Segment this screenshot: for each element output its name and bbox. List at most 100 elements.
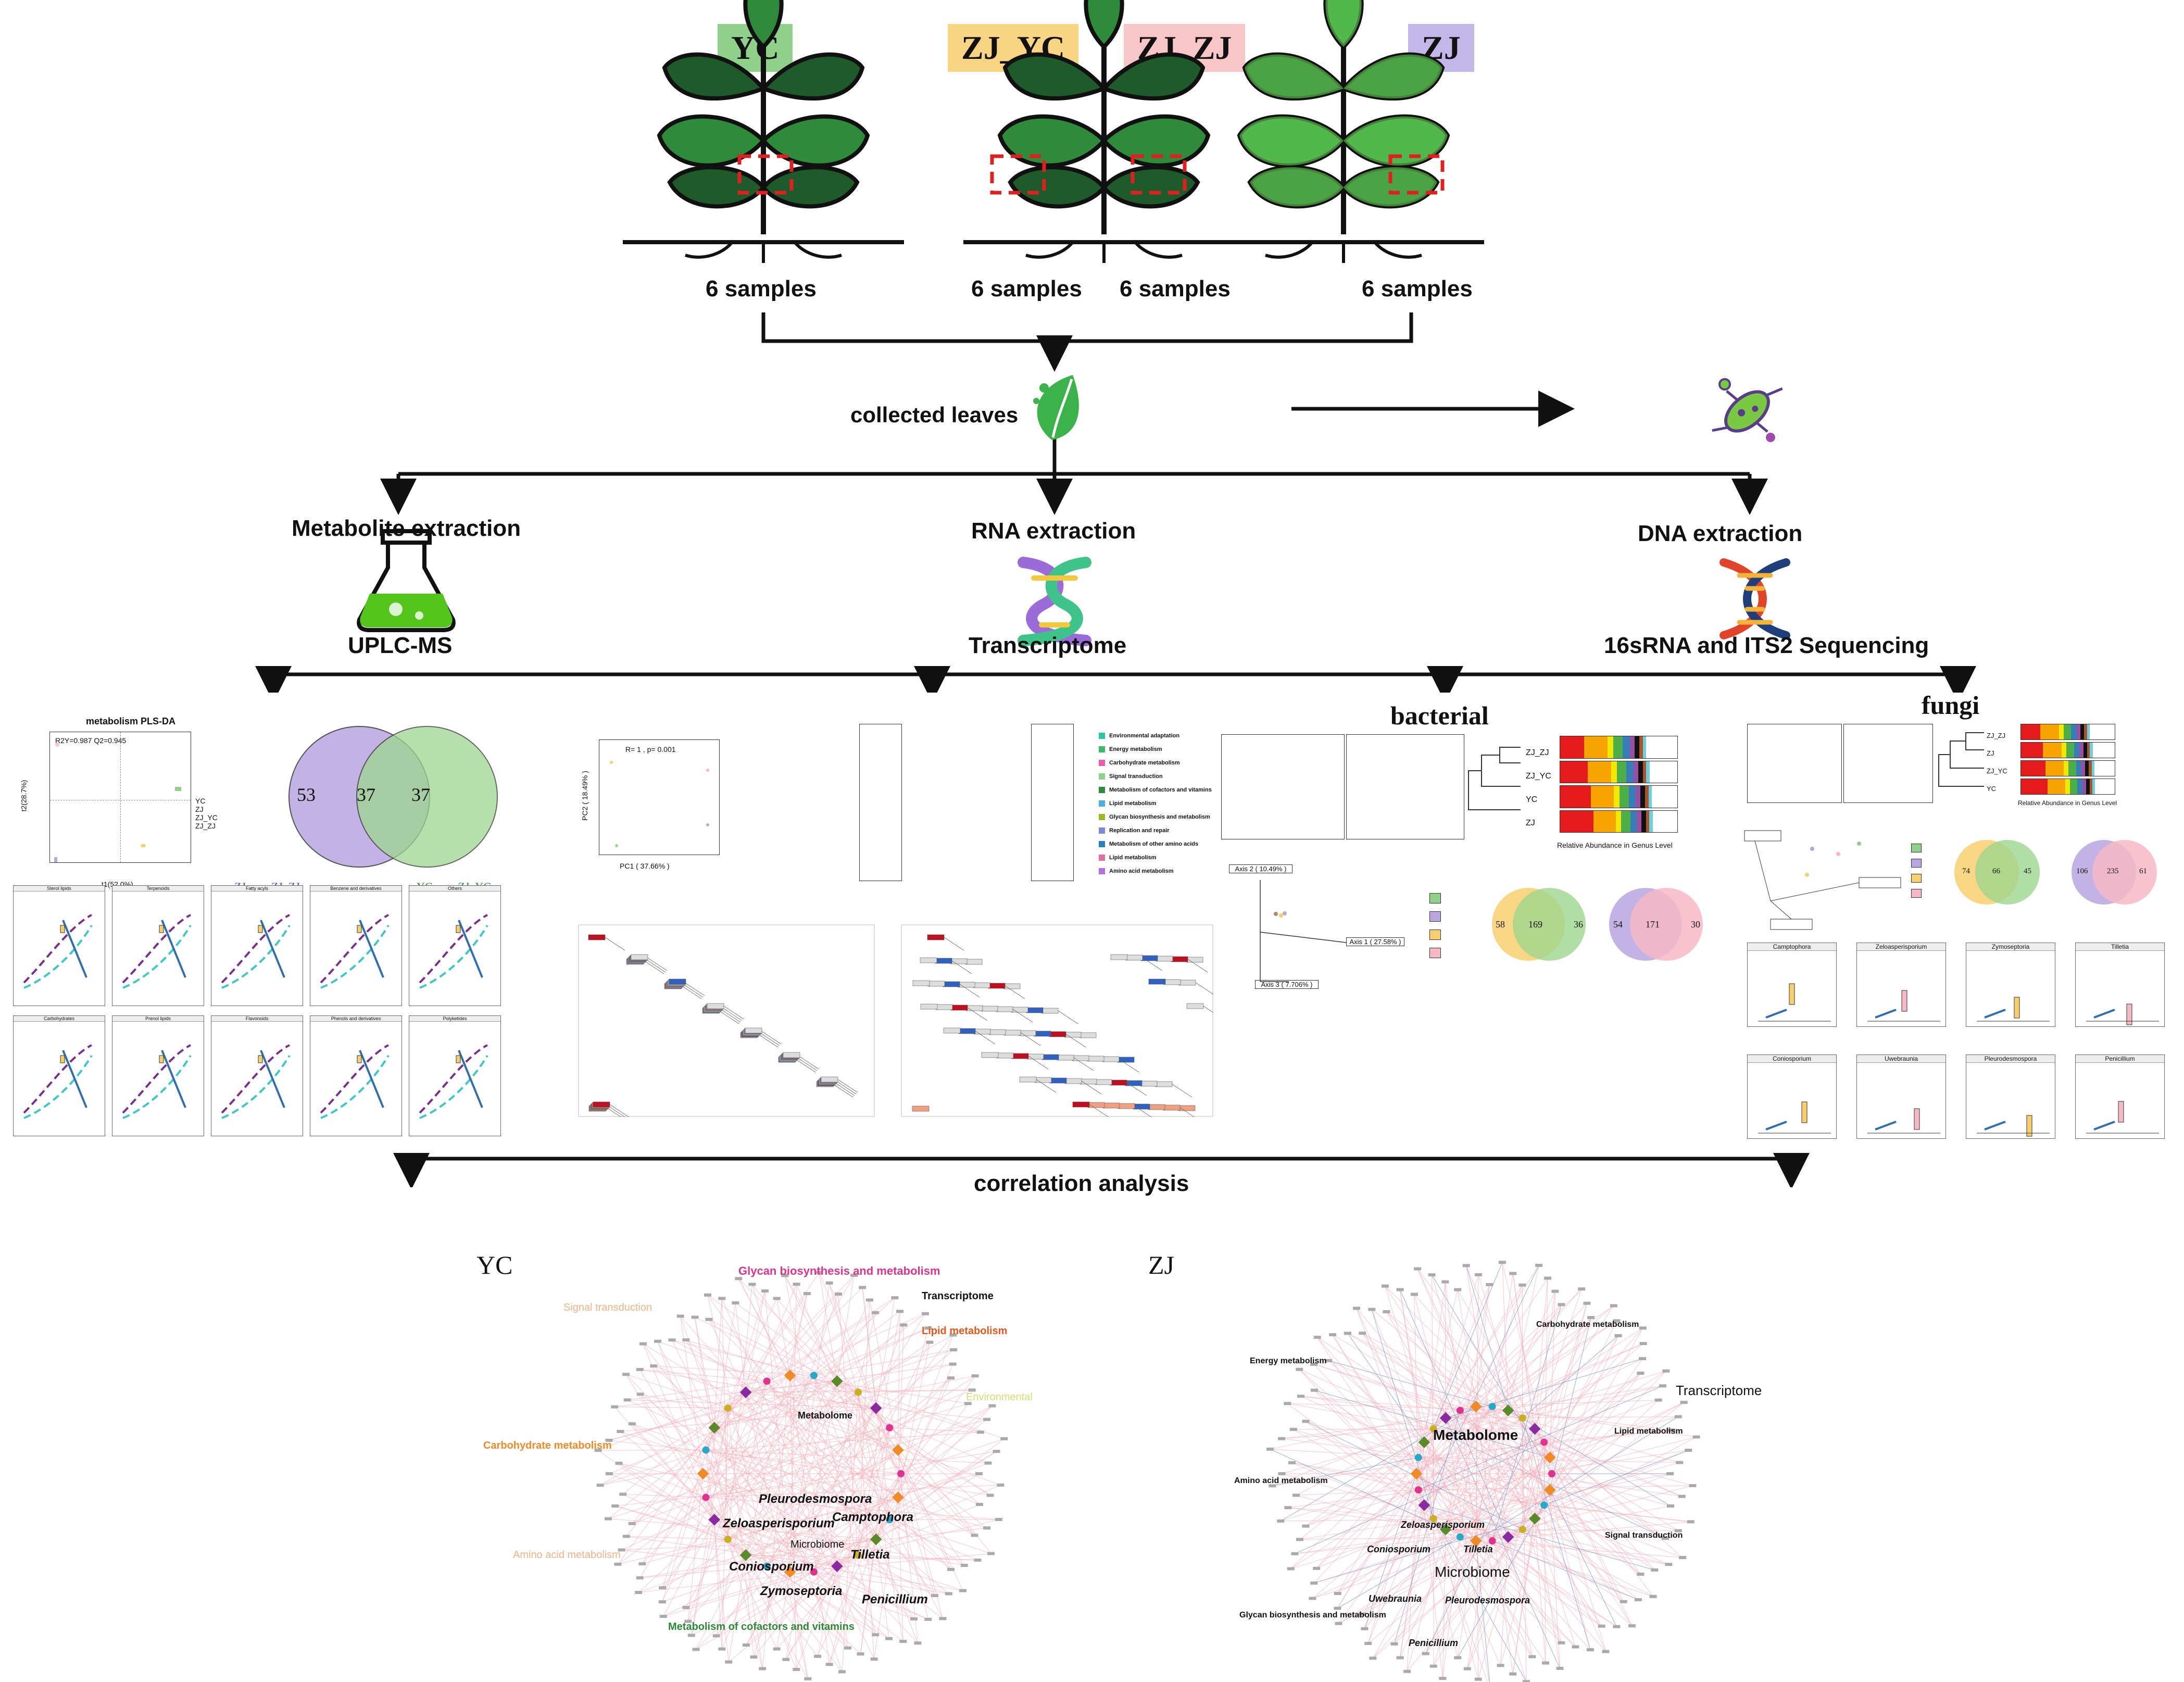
fun-venn2-right: 61: [2139, 867, 2147, 875]
fungi-genus-title: Tilletia: [2076, 943, 2164, 951]
fun-venn1-right: 45: [2024, 867, 2031, 875]
fungi-venn-2: [2072, 840, 2157, 905]
pls-da-ylabel: t2(28.7%): [19, 780, 28, 812]
fungi-genus-plot: Camptophora: [1747, 943, 1837, 1027]
fungi-genus-title: Zeloasperisporium: [1857, 943, 1945, 951]
pathway-map-2: [901, 924, 1213, 1117]
zj-label-zeloa: Zeloasperisporium: [1401, 1520, 1485, 1530]
zj-label-microbiome: Microbiome: [1435, 1564, 1510, 1580]
metabolite-class-plot: Phenols and derivatives: [310, 1015, 402, 1136]
transcriptome-label: Transcriptome: [969, 633, 1127, 658]
zj-label-carbohydrate: Carbohydrate metabolism: [1536, 1320, 1639, 1329]
kegg-legend-item: Carbohydrate metabolism: [1099, 756, 1245, 770]
zj-label-metabolome: Metabolome: [1433, 1427, 1518, 1443]
fungi-genus-title: Coniosporium: [1748, 1055, 1836, 1063]
fungi-genus-title: Camptophora: [1748, 943, 1836, 951]
bac-venn1-right: 36: [1574, 919, 1583, 930]
yc-label-metabolome: Metabolome: [798, 1410, 853, 1421]
network-yc-title: YC: [476, 1250, 513, 1279]
yc-label-conio: Coniosporium: [729, 1560, 814, 1574]
yc-label-penicillium: Penicillium: [862, 1592, 928, 1606]
fungi-pcoa: [1744, 830, 1901, 930]
fungi-venn-1: [1954, 840, 2040, 905]
fungi-genus-plot: Uwebraunia: [1856, 1055, 1946, 1139]
metabolite-class-title: Others: [409, 886, 500, 892]
yc-label-amino: Amino acid metabolism: [513, 1549, 621, 1561]
zj-label-amino: Amino acid metabolism: [1234, 1476, 1328, 1485]
bacterial-label: bacterial: [1390, 701, 1489, 730]
fungi-genus-plot: Tilletia: [2075, 943, 2165, 1027]
genus-bar: [1560, 760, 1678, 783]
metabolite-class-plot: Carbohydrates: [13, 1015, 105, 1136]
correlation-arrows: [393, 1153, 1810, 1187]
genus-bar: [1560, 736, 1678, 759]
bacterial-alpha-box-1: [1221, 734, 1345, 839]
yc-label-signal: Signal transduction: [563, 1302, 652, 1313]
zj-label-uwebraunia: Uwebraunia: [1369, 1593, 1422, 1604]
fungi-genus-title: Zymoseptoria: [1966, 943, 2055, 951]
bacterial-axis1: Axis 1 ( 27.58% ): [1346, 937, 1404, 946]
metabolite-class-title: Phenols and derivatives: [310, 1016, 401, 1022]
samples-zj-yc: 6 samples: [971, 276, 1082, 302]
metabolite-class-plot: Sterol lipids: [13, 885, 105, 1006]
bacterial-tree: [1468, 747, 1521, 810]
metabolite-class-plot: Fatty acyls: [211, 885, 303, 1006]
bac-venn1-left: 58: [1496, 919, 1505, 930]
yc-label-tilletia: Tilletia: [850, 1548, 890, 1562]
yc-label-campto: Camptophora: [832, 1510, 913, 1524]
network-zj-title: ZJ: [1148, 1250, 1174, 1279]
kegg-legend-item: Glycan biosynthesis and metabolism: [1099, 810, 1245, 824]
metabolite-class-title: Carbohydrates: [14, 1016, 105, 1022]
metabolite-class-title: Sterol lipids: [14, 886, 105, 892]
kegg-legend-item: Metabolism of other amino acids: [1099, 837, 1245, 851]
bac-venn1-middle: 169: [1528, 919, 1542, 930]
fungi-genus-plot: Zymoseptoria: [1966, 943, 2055, 1027]
samples-zj: 6 samples: [1362, 276, 1473, 302]
metabolite-class-plot: Terpenoids: [112, 885, 204, 1006]
network-zj: [1266, 1261, 1700, 1682]
bacterial-venn-2: [1609, 888, 1703, 961]
bacterial-axis3: Axis 3 ( 7.706% ): [1255, 980, 1319, 989]
metabolite-class-grid: Sterol lipids Terpenoids Fatty acyls Benzen…: [13, 885, 503, 1140]
yc-label-zymo: Zymoseptoria: [760, 1584, 843, 1598]
fun-venn2-left: 106: [2076, 867, 2088, 875]
metabolite-class-title: Terpenoids: [112, 886, 204, 892]
fungi-genus-bars: [2020, 724, 2115, 797]
metabolite-class-title: Flavonoids: [211, 1016, 303, 1022]
kegg-legend-item: Lipid metabolism: [1099, 797, 1245, 810]
fungi-genus-title: Penicillium: [2076, 1055, 2164, 1063]
yc-label-glycan: Glycan biosynthesis and metabolism: [738, 1264, 940, 1277]
venn-main: [288, 726, 498, 868]
metabolite-class-title: Benzene and derivatives: [310, 886, 401, 892]
fun-venn1-middle: 66: [1992, 867, 2000, 875]
zj-label-signal: Signal transduction: [1605, 1531, 1683, 1540]
zj-label-energy: Energy metabolism: [1250, 1357, 1327, 1365]
dna-extraction-label: DNA extraction: [1638, 521, 1803, 546]
pathway-map-1: [578, 924, 875, 1117]
bacterial-group-legend: [1429, 893, 1455, 958]
metabolite-class-plot: Prenol lipids: [112, 1015, 204, 1136]
yc-label-zeloa: Zeloasperisporium: [723, 1516, 835, 1530]
bacterial-alpha-box-2: [1346, 734, 1464, 839]
zj-label-glycan: Glycan biosynthesis and metabolism: [1239, 1611, 1386, 1620]
venn-main-left: 53: [297, 784, 316, 805]
fungi-genus-grid: Camptophora Zeloasperisporium Zymoseptoria…: [1747, 943, 2179, 1146]
sequencing-label: 16sRNA and ITS2 Sequencing: [1604, 633, 1929, 658]
metabolite-extraction-label: Metabolite extraction: [292, 516, 521, 541]
metabolite-class-plot: Flavonoids: [211, 1015, 303, 1136]
bacterial-axis2: Axis 2 ( 10.49% ): [1229, 864, 1292, 873]
kegg-dotplot-1: [765, 724, 917, 885]
samples-zj-zj: 6 samples: [1120, 276, 1231, 302]
genus-bar: [1560, 785, 1678, 808]
zj-label-transcriptome: Transcriptome: [1676, 1383, 1762, 1398]
fungi-genus-plot: Zeloasperisporium: [1856, 943, 1946, 1027]
collected-leaves-label: collected leaves: [850, 403, 1019, 427]
bacterial-axis-note: Relative Abundance in Genus Level: [1557, 841, 1673, 849]
fungi-axis-note: Relative Abundance in Genus Level: [2018, 799, 2117, 807]
fun-venn1-left: 74: [1962, 867, 1970, 875]
